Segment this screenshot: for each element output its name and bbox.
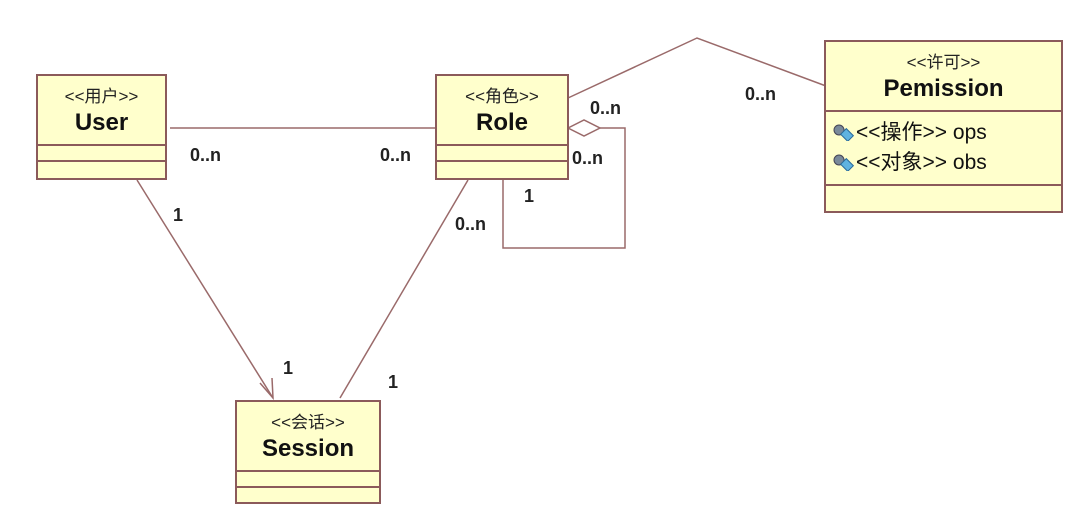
multiplicity-label: 0..n <box>590 98 622 118</box>
permission-name: Pemission <box>883 75 1004 102</box>
class-session[interactable]: <<会话>> Session <box>235 400 381 504</box>
permission-attribute-obs[interactable]: <<对象>> obs <box>832 146 987 176</box>
session-name: Session <box>261 435 355 462</box>
session-stereotype: <<会话>> <box>271 413 345 432</box>
class-permission[interactable]: <<许可>> Pemission <<操作>> ops <<对象>> obs <box>824 40 1063 213</box>
class-session-divider <box>237 486 379 488</box>
class-user-divider <box>38 144 165 146</box>
assoc-role-self <box>502 127 626 249</box>
attribute-text: <<对象>> obs <box>856 151 987 174</box>
permission-stereotype: <<许可>> <box>906 53 981 72</box>
role-stereotype: <<角色>> <box>465 87 539 106</box>
class-session-divider <box>237 470 379 472</box>
multiplicity-label: 0..n <box>380 145 412 165</box>
assoc-role-permission <box>567 37 827 99</box>
class-user[interactable]: <<用户>> User <box>36 74 167 180</box>
multiplicity-label: 1 <box>173 205 184 225</box>
user-stereotype: <<用户>> <box>64 87 139 106</box>
multiplicity-label: 0..n <box>745 84 777 104</box>
class-role-header: <<角色>> Role <box>437 76 567 137</box>
permission-attribute-ops[interactable]: <<操作>> ops <box>832 116 987 146</box>
attribute-icon <box>833 124 854 141</box>
class-permission-header: <<许可>> Pemission <box>826 42 1061 103</box>
multiplicity-label: 0..n <box>455 214 487 234</box>
class-role-divider <box>437 160 567 162</box>
multiplicity-label: 1 <box>524 186 535 206</box>
multiplicity-label: 0..n <box>572 148 604 168</box>
multiplicity-label: 1 <box>283 358 294 378</box>
multiplicity-label: 1 <box>388 372 399 392</box>
class-user-header: <<用户>> User <box>38 76 165 137</box>
role-name: Role <box>475 109 528 136</box>
attribute-icon <box>833 154 854 171</box>
attribute-text: <<操作>> ops <box>856 121 987 144</box>
assoc-role-session <box>339 179 469 399</box>
navigation-arrow <box>259 377 274 401</box>
user-name: User <box>74 109 129 136</box>
aggregation-diamond <box>566 119 602 137</box>
class-role-divider <box>437 144 567 146</box>
assoc-user-session <box>136 179 274 399</box>
multiplicity-label: 0..n <box>190 145 222 165</box>
class-session-header: <<会话>> Session <box>237 402 379 463</box>
class-permission-divider <box>826 110 1061 112</box>
class-permission-divider <box>826 184 1061 186</box>
class-user-divider <box>38 160 165 162</box>
class-role[interactable]: <<角色>> Role <box>435 74 569 180</box>
